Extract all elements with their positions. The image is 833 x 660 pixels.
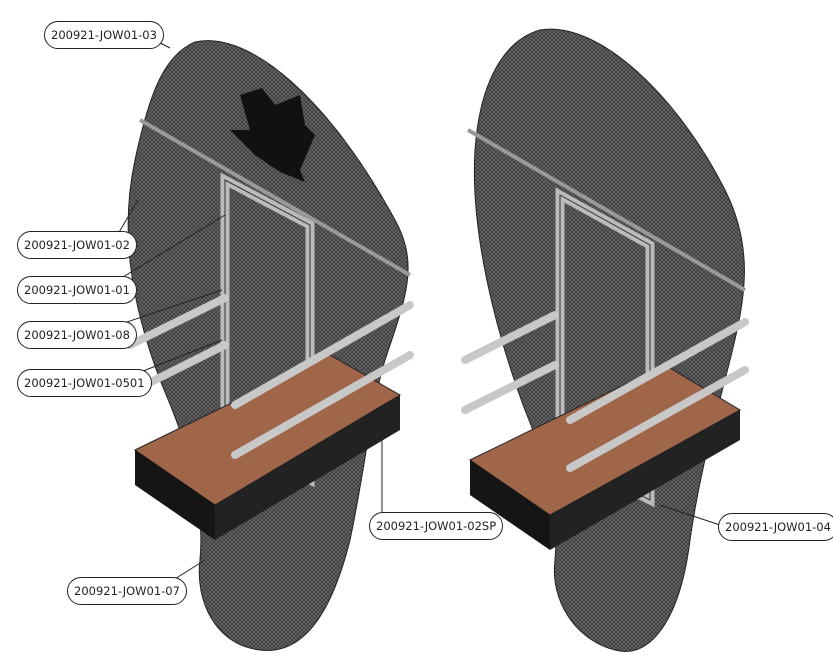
leader-line <box>117 199 139 235</box>
pirate-ship-logo <box>230 88 315 182</box>
right-assembly <box>461 28 749 652</box>
handrail <box>566 366 749 472</box>
handrails <box>461 311 749 472</box>
top-rail <box>139 118 411 277</box>
callout-200921-jow01-08: 200921-JOW01-08 <box>17 321 137 349</box>
right-mesh-panel <box>473 28 745 652</box>
right-deck-beam-front <box>470 460 550 550</box>
door-frame-outline <box>559 194 651 501</box>
left-deck-beam-side <box>215 395 400 540</box>
leader-line <box>132 339 223 376</box>
leader-line <box>117 214 226 281</box>
handrail <box>566 318 749 424</box>
right-deck-beam-side <box>550 410 740 550</box>
handrail <box>461 361 559 414</box>
handrail <box>126 294 229 349</box>
left-assembly <box>126 40 414 651</box>
handrails <box>126 294 414 459</box>
handrail <box>231 301 414 409</box>
callout-200921-jow01-01: 200921-JOW01-01 <box>17 276 137 304</box>
callout-200921-jow01-03: 200921-JOW01-03 <box>44 21 164 49</box>
callout-200921-jow01-07: 200921-JOW01-07 <box>67 577 187 605</box>
leader-line <box>659 504 721 526</box>
top-rail <box>466 128 747 292</box>
leader-line <box>117 289 223 326</box>
handrail <box>461 311 559 364</box>
callout-200921-jow01-02: 200921-JOW01-02 <box>17 231 137 259</box>
callout-200921-jow01-0501: 200921-JOW01-0501 <box>17 369 152 397</box>
callout-200921-jow01-04: 200921-JOW01-04 <box>718 513 833 541</box>
left-deck-beam-front <box>135 450 215 540</box>
callout-200921-jow01-02sp: 200921-JOW01-02SP <box>369 512 504 540</box>
handrail <box>231 351 414 459</box>
